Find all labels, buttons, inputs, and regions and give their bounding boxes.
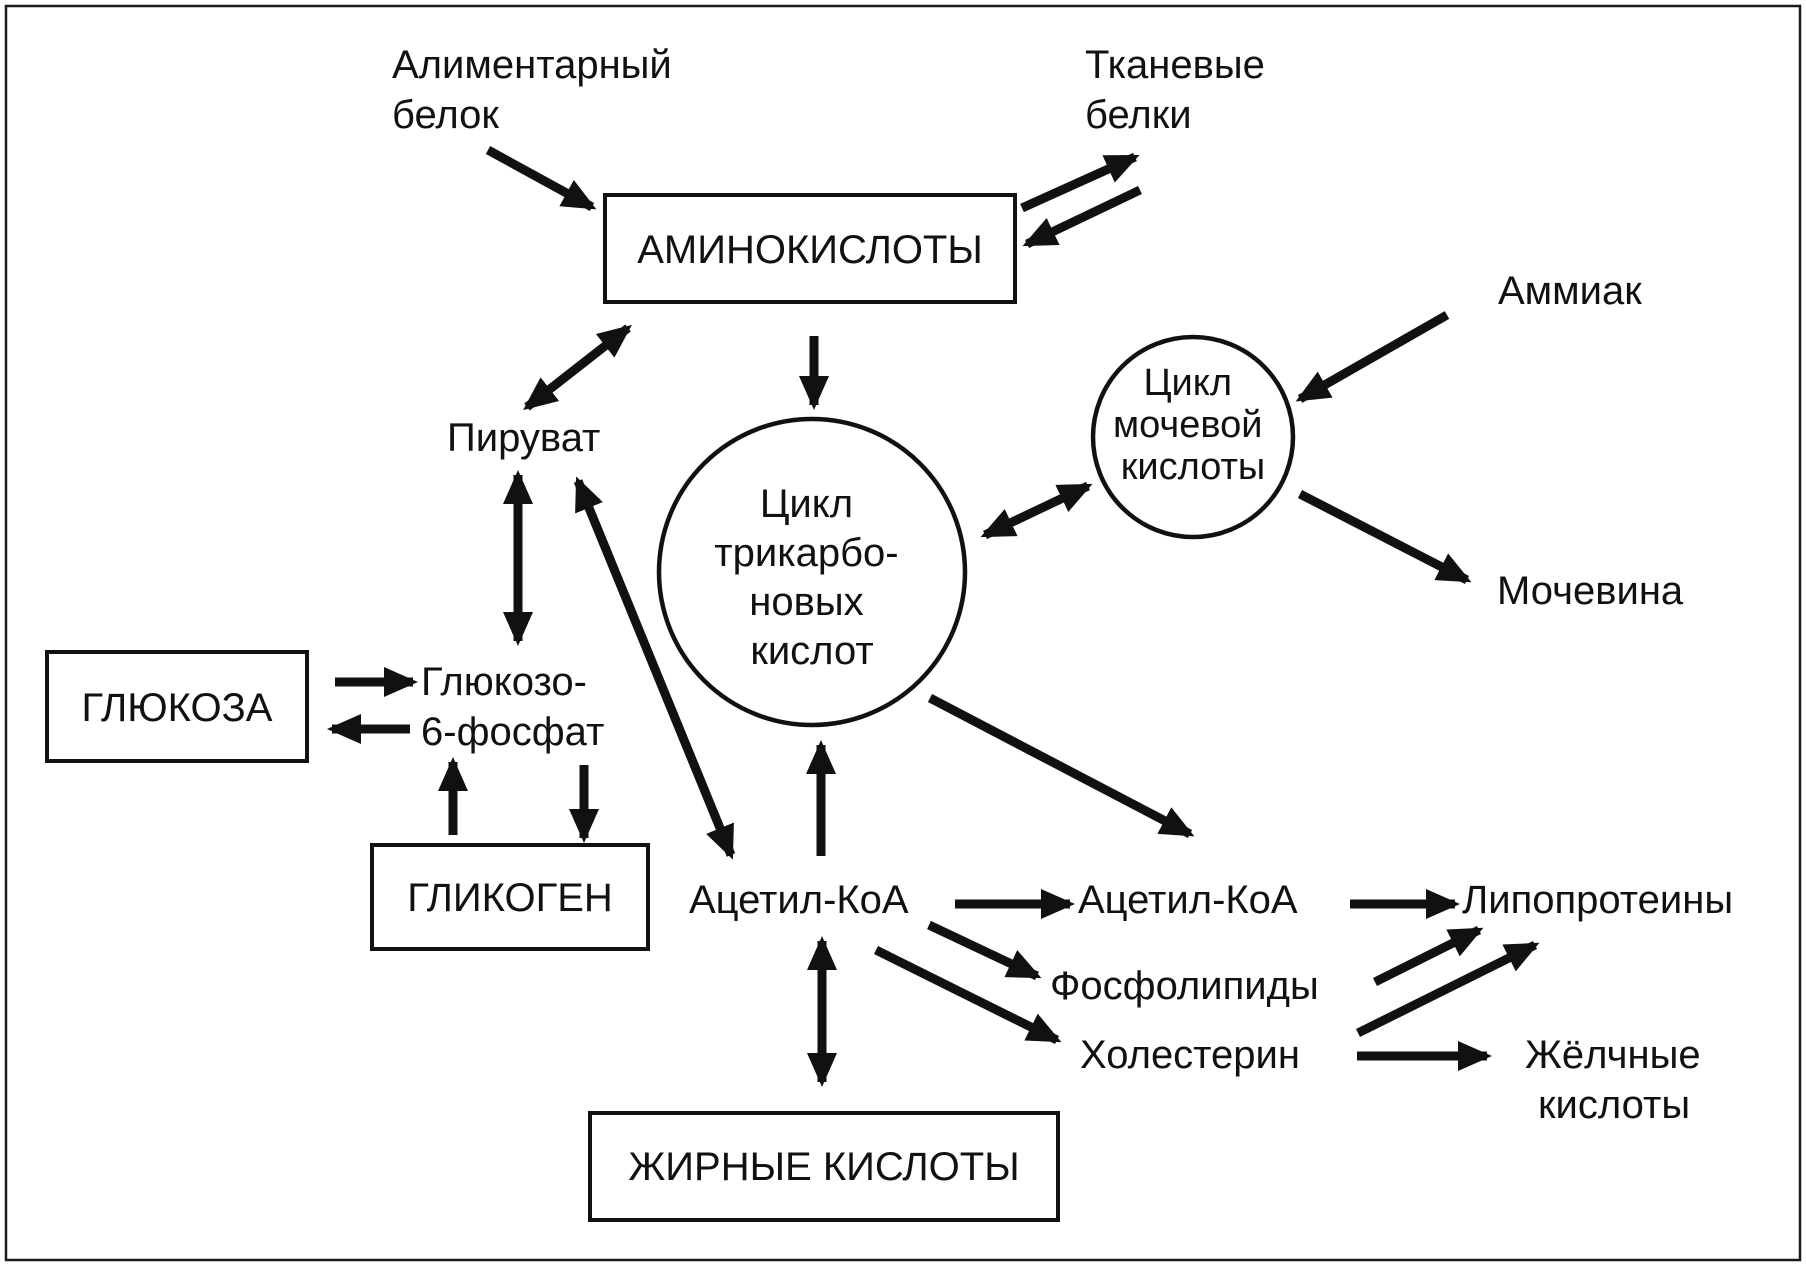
tca-line-2: трикарбо- — [714, 531, 898, 575]
arrow-acetyl-coa-to-phospholipids — [927, 920, 1042, 981]
arrow-acetyl-coa-to-cholesterol — [873, 945, 1062, 1045]
bile-acids-line-2: кислоты — [1538, 1083, 1690, 1127]
glycogen-node: ГЛИКОГЕН — [370, 843, 650, 951]
fatty-acids-label: ЖИРНЫЕ КИСЛОТЫ — [628, 1145, 1019, 1189]
dietary-protein-line-1: Алиментарный — [392, 43, 672, 87]
fatty-acids-box — [588, 1111, 1060, 1222]
acetyl-coa-label-1: Ацетил-КоА — [689, 878, 909, 922]
aminoacids-label: АМИНОКИСЛОТЫ — [637, 228, 983, 272]
arrow-ammonia-to-urea-cycle — [1295, 311, 1450, 403]
arrow-aminoacids-to-tissue-proteins — [1020, 152, 1140, 213]
urea-cycle-circle — [1090, 334, 1296, 540]
fatty-acids-node: ЖИРНЫЕ КИСЛОТЫ — [588, 1111, 1060, 1222]
tissue-proteins-line-1: Тканевые — [1085, 43, 1265, 87]
urea-cycle-label: Цикл мочевой кислоты — [1113, 362, 1273, 488]
urea-cycle-line-3: кислоты — [1121, 446, 1265, 488]
dietary-protein-label: Алиментарный белок — [392, 43, 683, 137]
aminoacids-node: АМИНОКИСЛОТЫ — [603, 193, 1017, 304]
urea-cycle-node: Цикл мочевой кислоты — [1090, 334, 1296, 540]
tca-line-4: кислот — [750, 629, 873, 673]
tissue-proteins-line-2: белки — [1085, 93, 1192, 137]
arrow-cholesterol-to-lipoproteins — [1355, 940, 1540, 1038]
arrow-dietary-protein-to-aminoacids — [485, 146, 597, 211]
lipoproteins-label: Липопротеины — [1462, 878, 1733, 922]
tissue-proteins-label: Тканевые белки — [1085, 43, 1276, 137]
g6p-line-2: 6-фосфат — [421, 710, 604, 754]
diagram-frame — [4, 4, 1802, 1262]
phospholipids-label: Фосфолипиды — [1050, 964, 1319, 1008]
glycogen-label: ГЛИКОГЕН — [407, 876, 613, 920]
arrow-tca-to-acetyl-coa-2 — [927, 694, 1195, 838]
urea-label: Мочевина — [1497, 569, 1684, 613]
g6p-label: Глюкозо- 6-фосфат — [421, 660, 604, 754]
tca-line-1: Цикл — [760, 482, 853, 526]
arrow-tissue-proteins-to-aminoacids — [1022, 185, 1142, 249]
tca-cycle-label: Цикл трикарбо- новых кислот — [714, 482, 909, 673]
glucose-box — [45, 650, 309, 763]
tca-cycle-node: Цикл трикарбо- новых кислот — [656, 416, 968, 728]
bile-acids-label: Жёлчные кислоты — [1525, 1033, 1712, 1127]
arrow-pyruvate-acetyl-coa — [573, 476, 736, 860]
glycogen-box — [370, 843, 650, 951]
aminoacids-box — [603, 193, 1017, 304]
glucose-node: ГЛЮКОЗА — [45, 650, 309, 763]
ammonia-label: Аммиак — [1498, 269, 1642, 313]
glucose-label: ГЛЮКОЗА — [82, 686, 273, 730]
arrow-phospholipids-to-lipoproteins — [1372, 925, 1484, 987]
arrow-tca-urea-cycle — [980, 481, 1093, 540]
pyruvate-label: Пируват — [447, 416, 600, 460]
urea-cycle-line-2: мочевой — [1113, 404, 1262, 446]
g6p-line-1: Глюкозо- — [421, 660, 587, 704]
cholesterol-label: Холестерин — [1080, 1033, 1300, 1077]
arrow-urea-cycle-to-urea — [1297, 489, 1472, 585]
urea-cycle-line-1: Цикл — [1143, 362, 1232, 404]
arrow-aminoacids-pyruvate — [523, 324, 632, 411]
acetyl-coa-label-2: Ацетил-КоА — [1078, 878, 1298, 922]
bile-acids-line-1: Жёлчные — [1525, 1033, 1701, 1077]
tca-line-3: новых — [749, 580, 863, 624]
dietary-protein-line-2: белок — [392, 93, 499, 137]
